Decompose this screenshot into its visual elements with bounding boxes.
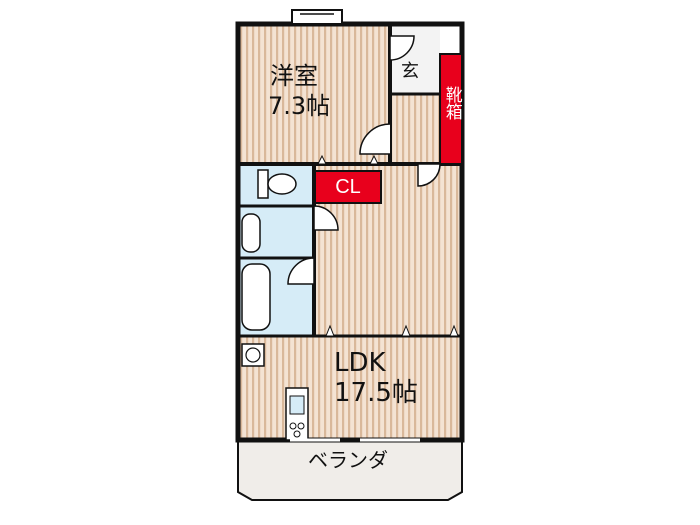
western-room-name: 洋室	[270, 62, 318, 90]
hall-door	[417, 163, 441, 187]
door-marker	[369, 154, 379, 165]
toilet-door	[313, 205, 339, 231]
western-door	[359, 123, 391, 155]
western-room-size: 7.3帖	[268, 92, 331, 120]
washing-machine-drum	[245, 347, 261, 363]
bay-window	[291, 9, 343, 25]
stove-burner	[293, 430, 301, 438]
ldk-name: LDK	[334, 348, 386, 378]
hall-floor	[390, 94, 440, 164]
stove-burner	[297, 422, 305, 430]
ldk-size: 17.5帖	[334, 378, 418, 408]
balcony-label: ベランダ	[308, 448, 388, 472]
ldk-floor-lower	[238, 336, 462, 440]
closet-label: CL	[314, 170, 382, 204]
door-marker	[317, 154, 327, 165]
door-marker	[401, 324, 411, 337]
stove-burner	[289, 422, 297, 430]
shoe-cabinet	[439, 53, 463, 165]
toilet-tank	[257, 169, 269, 199]
shoe-cabinet-label: 靴箱	[441, 86, 462, 120]
kitchen-sink	[289, 395, 305, 415]
washroom-door	[287, 257, 315, 285]
entrance-label: 玄	[401, 61, 419, 82]
entrance-door	[389, 35, 415, 61]
door-marker	[449, 324, 459, 337]
washing-machine	[241, 343, 265, 367]
toilet-bowl	[267, 173, 297, 195]
washbasin	[241, 213, 261, 253]
door-marker	[325, 324, 335, 337]
outer-wall	[235, 21, 465, 443]
bathtub	[241, 263, 271, 331]
